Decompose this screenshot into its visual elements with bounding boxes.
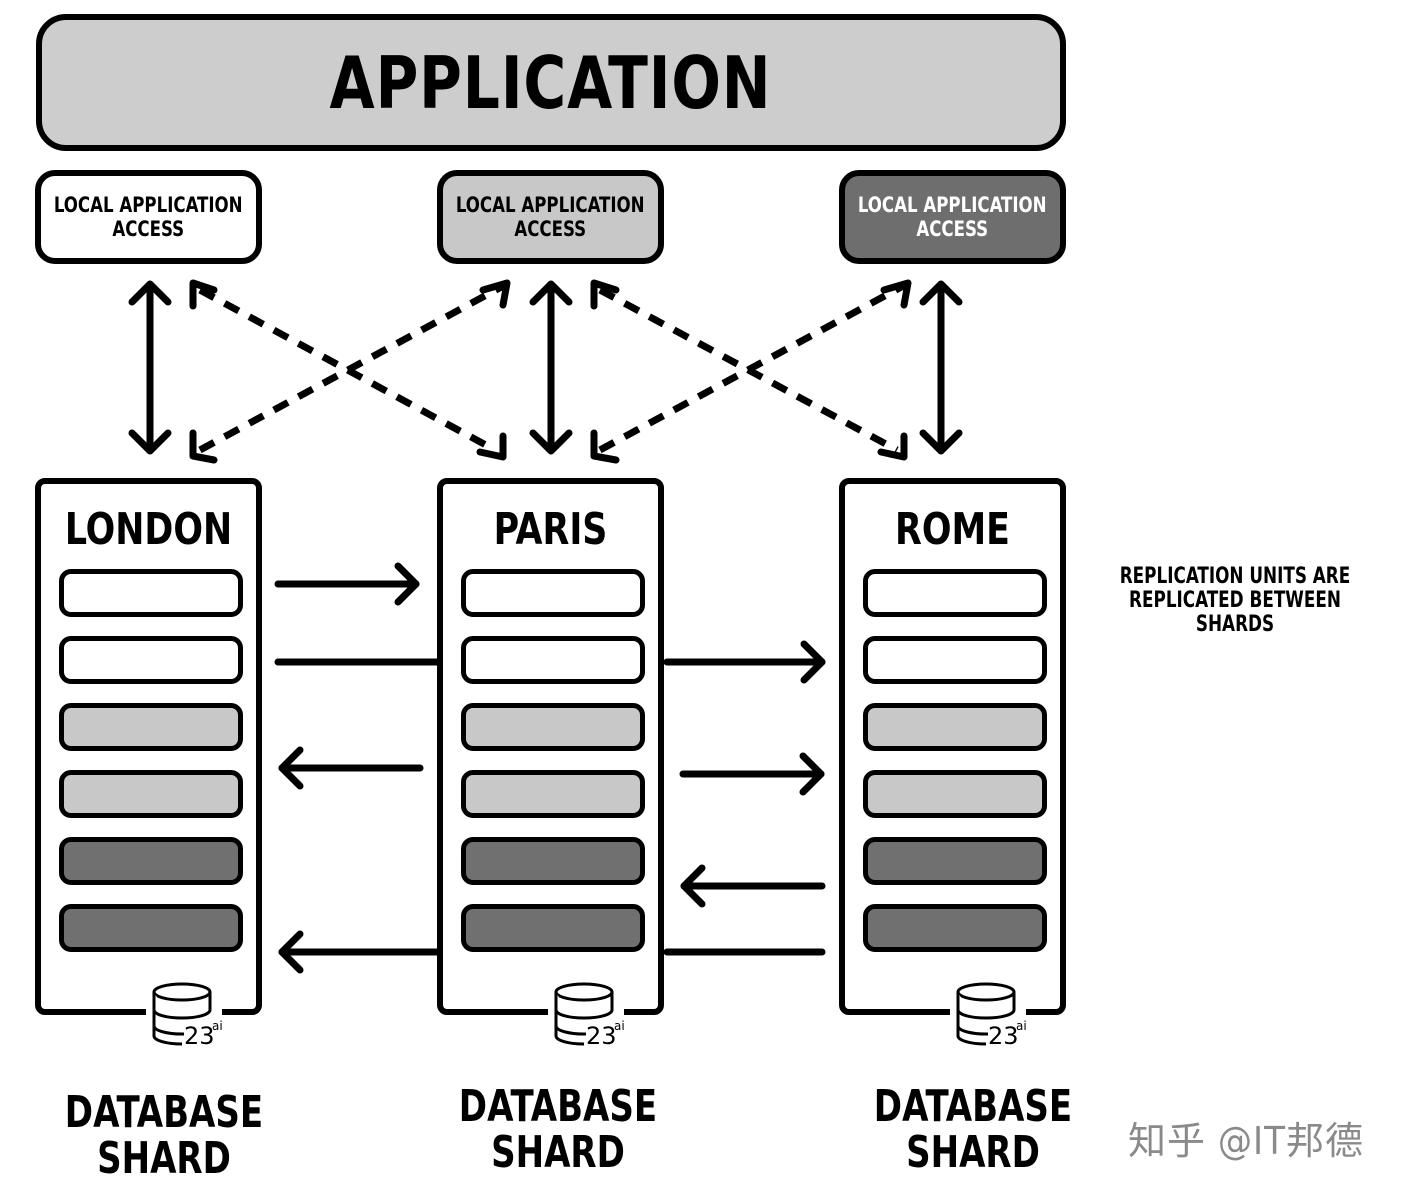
watermark: 知乎 @IT邦德 [1128, 1119, 1365, 1163]
replication-unit [461, 636, 645, 684]
local-access-paris: LOCAL APPLICATION ACCESS [437, 170, 664, 264]
svg-text:23: 23 [988, 1022, 1019, 1050]
double-arrow-icon [919, 280, 963, 455]
replication-unit [59, 569, 243, 617]
local-access-label: LOCAL APPLICATION ACCESS [54, 193, 243, 241]
replication-unit [863, 904, 1047, 952]
shard-london: LONDON [35, 478, 262, 1015]
database-shard-label: DATABASE SHARD [873, 1081, 1073, 1178]
database-icon: 23 ai [950, 976, 1027, 1052]
replication-unit [863, 569, 1047, 617]
local-access-label: LOCAL APPLICATION ACCESS [456, 193, 645, 241]
shard-paris: PARIS [437, 478, 664, 1015]
replication-unit [863, 837, 1047, 885]
svg-text:23: 23 [586, 1022, 617, 1050]
replication-unit [59, 703, 243, 751]
svg-text:ai: ai [212, 1019, 223, 1033]
double-arrow-icon [529, 280, 573, 455]
replication-unit [461, 569, 645, 617]
replication-unit [59, 904, 243, 952]
shard-title: PARIS [493, 504, 608, 555]
application-bar: APPLICATION [36, 14, 1066, 151]
replication-unit [461, 837, 645, 885]
dashed-arrow-icon [198, 281, 907, 454]
replication-unit [59, 837, 243, 885]
arrow-icon [274, 562, 826, 974]
database-shard-label: DATABASE SHARD [458, 1081, 658, 1178]
replication-unit [461, 703, 645, 751]
shard-title: ROME [895, 504, 1010, 555]
replication-note: REPLICATION UNITS ARE REPLICATED BETWEEN… [1119, 564, 1351, 637]
database-icon: 23 ai [146, 976, 223, 1052]
double-arrow-icon [128, 280, 172, 455]
replication-unit [863, 703, 1047, 751]
application-title: APPLICATION [330, 40, 772, 125]
svg-text:ai: ai [614, 1019, 625, 1033]
database-icon: 23 ai [548, 976, 625, 1052]
db-badge-text: 23 [184, 1022, 215, 1050]
shard-rome: ROME [839, 478, 1066, 1015]
local-access-london: LOCAL APPLICATION ACCESS [35, 170, 262, 264]
replication-unit [59, 636, 243, 684]
replication-unit [461, 770, 645, 818]
database-shard-label: DATABASE SHARD [64, 1087, 264, 1184]
replication-unit [863, 636, 1047, 684]
svg-text:ai: ai [1016, 1019, 1027, 1033]
replication-unit [461, 904, 645, 952]
replication-unit [863, 770, 1047, 818]
replication-unit [59, 770, 243, 818]
local-access-label: LOCAL APPLICATION ACCESS [858, 193, 1047, 241]
dashed-arrow-heads [189, 279, 912, 464]
local-access-rome: LOCAL APPLICATION ACCESS [839, 170, 1066, 264]
shard-title: LONDON [64, 504, 233, 555]
